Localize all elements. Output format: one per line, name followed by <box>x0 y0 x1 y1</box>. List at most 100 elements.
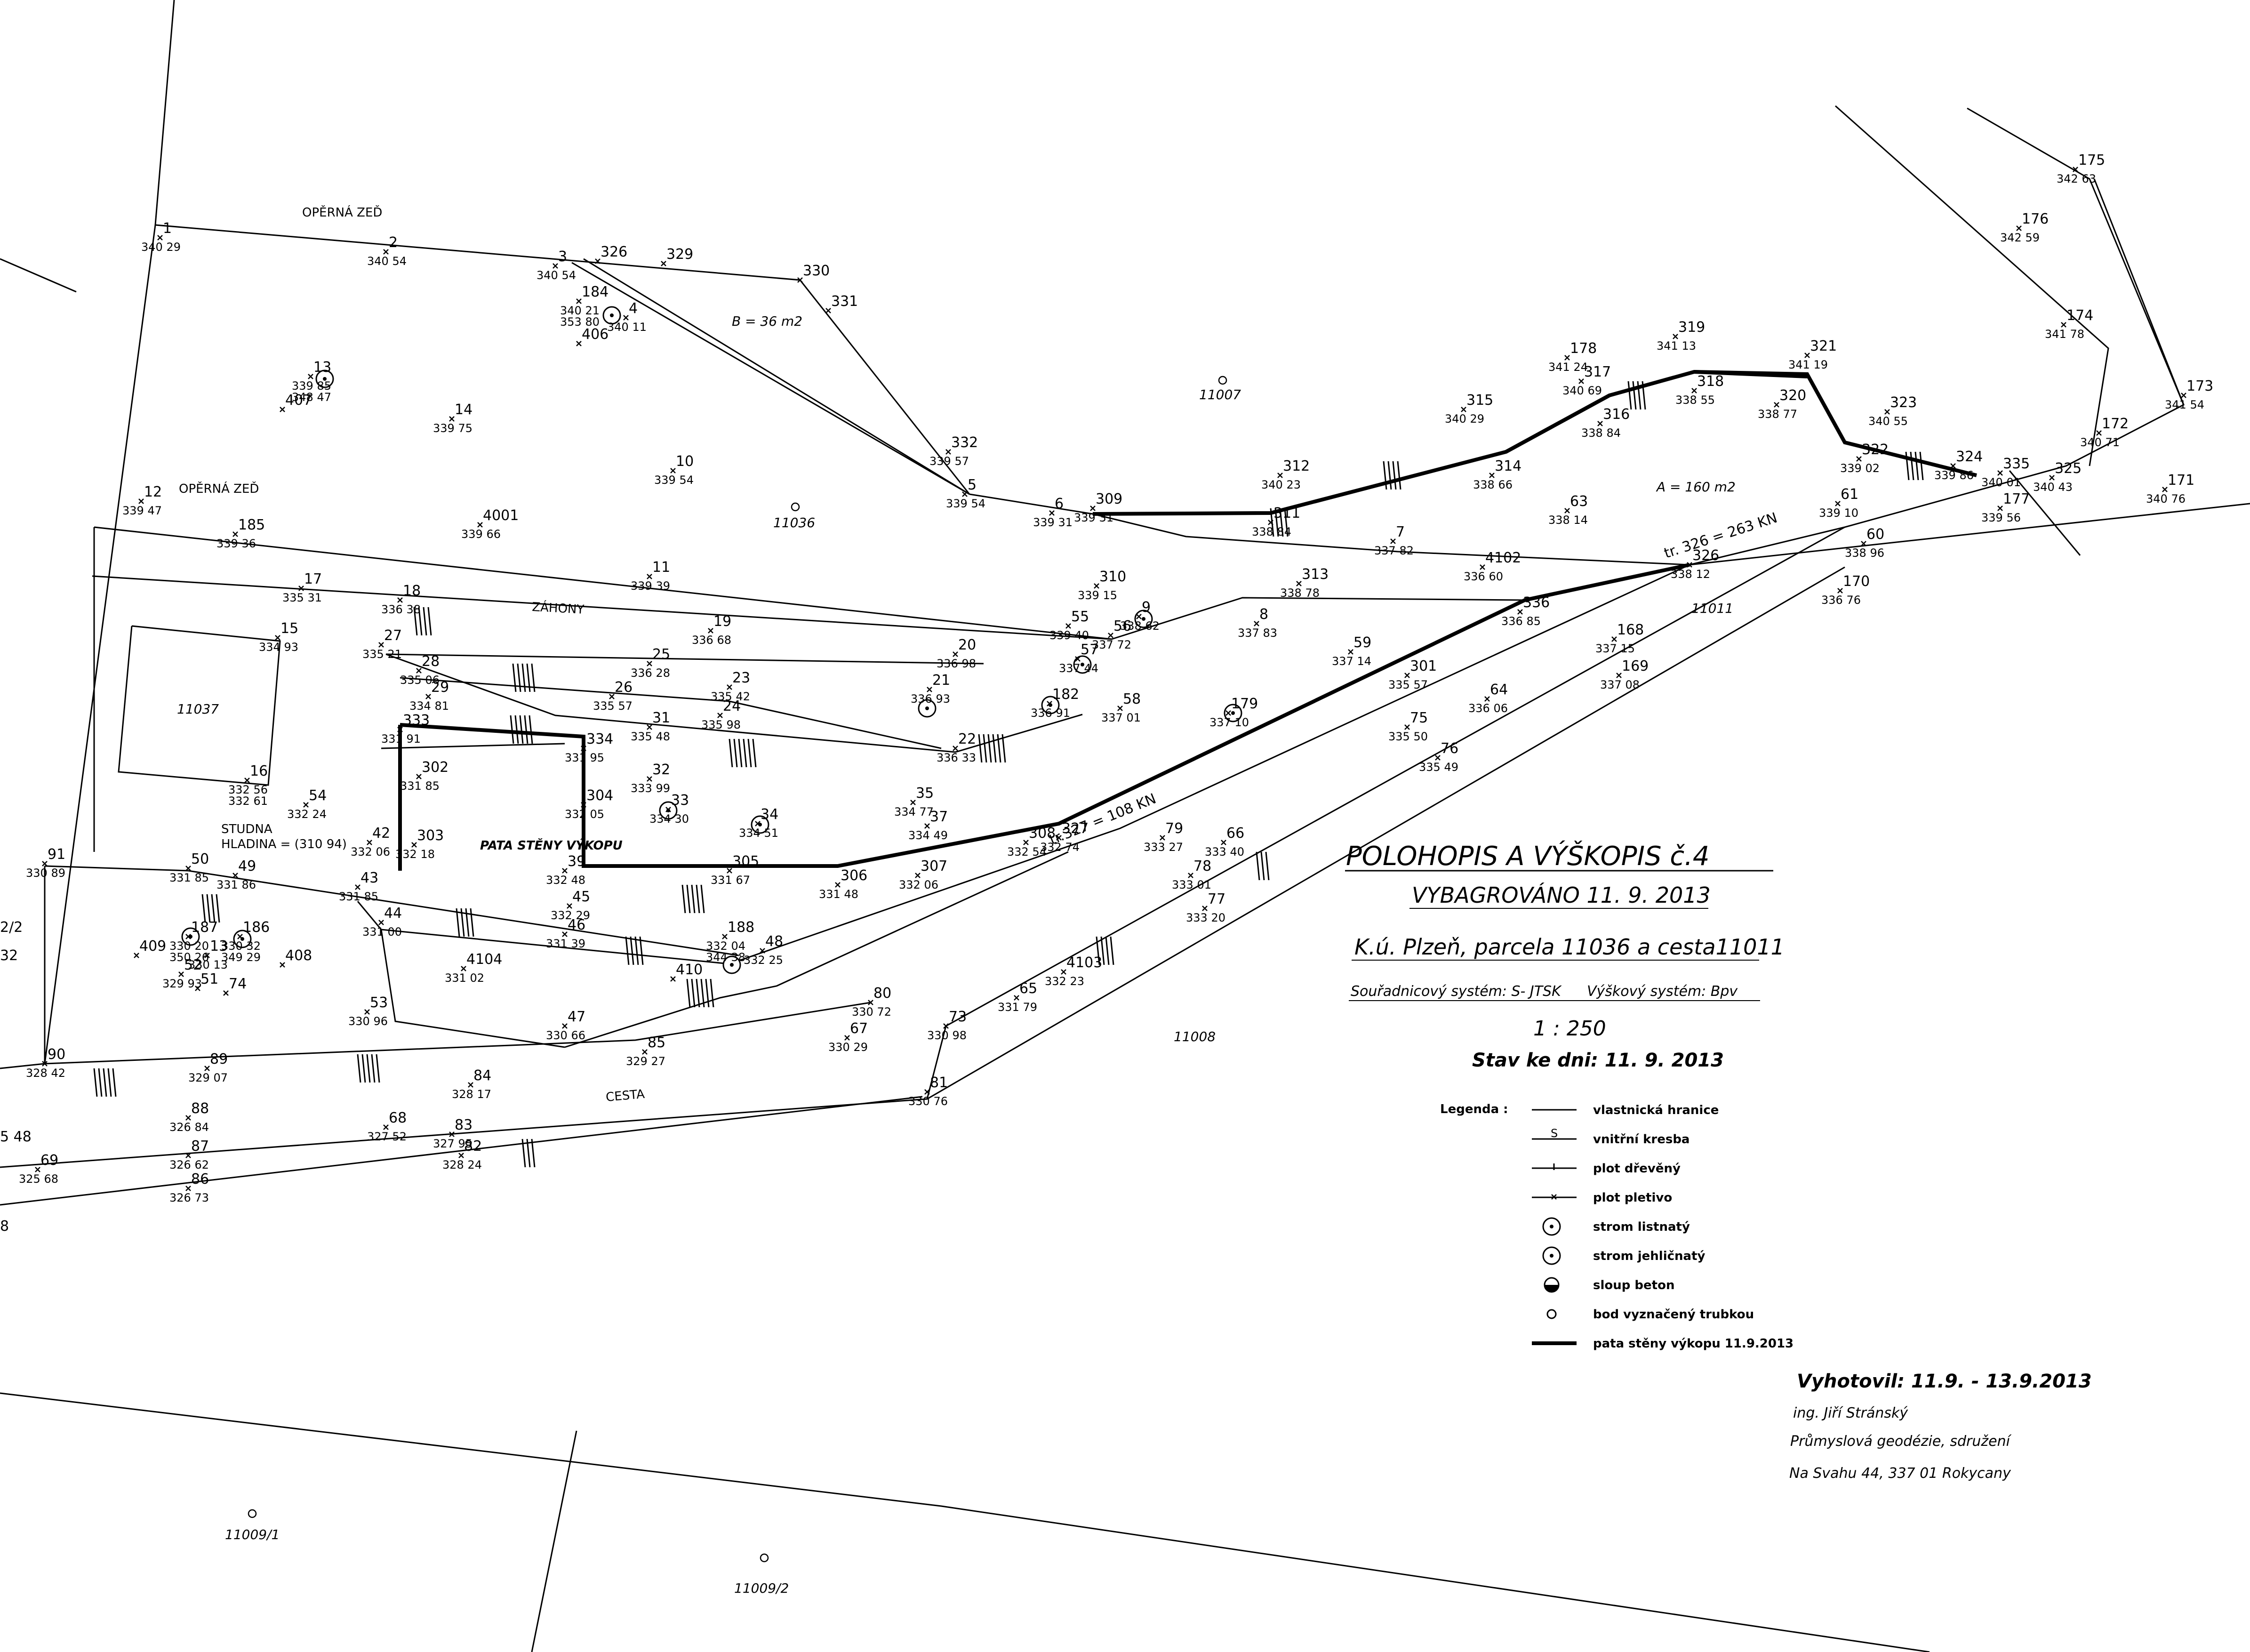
point-number: 306 <box>841 867 867 884</box>
point-number: 46 <box>568 917 585 933</box>
point-elevation: 337 83 <box>1238 626 1277 640</box>
parcel-markers <box>248 376 1227 1563</box>
point-elevation: 337 82 <box>1374 544 1414 557</box>
point-elevation: 339 47 <box>122 504 162 517</box>
survey-point-409: 409 <box>134 938 166 958</box>
point-number: 69 <box>40 1152 58 1169</box>
point-mark <box>1950 463 1956 469</box>
point-number: 5 <box>968 477 977 493</box>
point-mark <box>2096 430 2102 436</box>
point-elevation: 328 24 <box>442 1158 482 1171</box>
point-elevation: 332 61 <box>228 794 268 808</box>
legend-label: plot dřevěný <box>1593 1162 1681 1176</box>
point-number: 1 <box>163 220 172 237</box>
point-markers <box>181 306 1242 974</box>
survey-point-329: 329 <box>661 246 693 266</box>
point-number: 35 <box>916 785 934 802</box>
point-elevation: 332 18 <box>395 848 435 861</box>
area-a-label: A = 160 m2 <box>1656 479 1736 495</box>
point-mark <box>576 298 582 304</box>
survey-point-331: 331 <box>825 293 858 313</box>
point-elevation: 340 54 <box>536 269 576 282</box>
point-elevation: 336 93 <box>911 692 950 706</box>
point-mark <box>383 249 389 255</box>
parcel-11008: 11008 <box>1174 1029 1216 1044</box>
point-number: 44 <box>384 905 402 922</box>
point-number: 56 <box>1113 618 1131 634</box>
point-elevation: 340 29 <box>141 241 181 254</box>
point-number: 21 <box>932 672 950 689</box>
point-mark <box>2049 475 2055 481</box>
point-number: 8 <box>1259 606 1268 623</box>
point-number: 186 <box>243 919 270 936</box>
well-level-label: HLADINA = (310 94) <box>221 837 347 851</box>
point-mark <box>1484 696 1490 702</box>
point-elevation: 340 76 <box>2146 492 2186 505</box>
point-number: 78 <box>1193 858 1211 874</box>
point-number: 4102 <box>1485 550 1521 566</box>
point-number: 80 <box>873 985 891 1002</box>
point-mark <box>425 694 431 699</box>
point-mark <box>576 341 582 346</box>
point-number: 327 <box>1062 820 1089 837</box>
point-number: 321 <box>1810 338 1837 354</box>
point-number: 302 <box>422 759 448 776</box>
point-elevation: 330 20 <box>169 939 209 953</box>
point-number: 169 <box>1622 658 1649 674</box>
point-elevation: 335 49 <box>1419 761 1458 774</box>
point-mark <box>397 727 403 732</box>
point-number: 59 <box>1353 634 1371 651</box>
point-number: 32 <box>652 762 670 778</box>
point-mark <box>378 920 384 925</box>
point-number: 34 <box>761 806 778 823</box>
point-number: 303 <box>417 827 444 844</box>
point-elevation: 335 48 <box>631 730 670 743</box>
point-mark <box>204 1066 210 1071</box>
point-elevation: 341 54 <box>2165 398 2204 411</box>
point-elevation: 335 98 <box>701 718 741 731</box>
point-mark <box>670 468 676 473</box>
survey-point-407: 407 <box>280 392 312 412</box>
point-mark <box>411 842 417 848</box>
point-elevation: 336 76 <box>1821 593 1861 607</box>
point-mark <box>1837 588 1843 593</box>
survey-point-74: 74 <box>223 976 247 996</box>
point-number: 87 <box>191 1138 209 1155</box>
point-elevation: 339 75 <box>433 422 472 435</box>
point-number: 91 <box>48 846 65 863</box>
point-number: 47 <box>568 1009 585 1025</box>
deciduous-tree-icon <box>315 369 334 388</box>
point-elevation: 337 14 <box>1332 655 1371 668</box>
point-mark <box>1049 510 1055 516</box>
point-mark <box>581 746 586 751</box>
point-number: 29 <box>431 679 449 696</box>
point-mark <box>953 746 958 751</box>
point-elevation: 336 33 <box>937 751 976 764</box>
legend-label: pata stěny výkopu 11.9.2013 <box>1593 1337 1794 1351</box>
point-mark <box>1673 334 1678 339</box>
point-mark <box>1268 520 1273 525</box>
point-mark <box>1435 755 1441 761</box>
point-mark <box>562 868 568 874</box>
survey-point-410: 410 <box>670 962 703 982</box>
point-number: 81 <box>930 1075 948 1091</box>
point-elevation: 340 54 <box>367 255 407 268</box>
point-elevation: 340 11 <box>607 321 647 334</box>
